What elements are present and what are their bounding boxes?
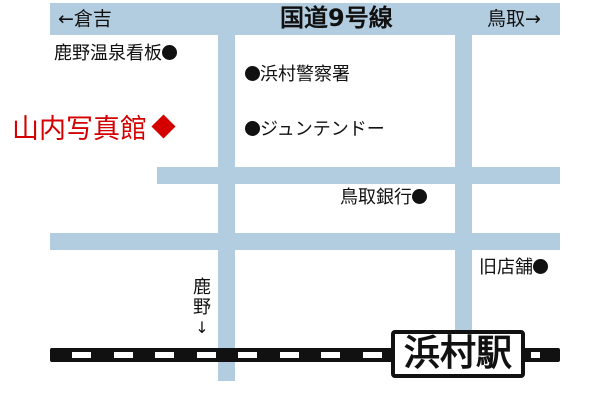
shikano-label-bottom: 野 [193,297,211,318]
landmark-shikano-onsen-sign: 鹿野温泉看板 [54,45,177,63]
destination-yamauchi-photo-studio: 山内写真館 [12,114,176,145]
rail-dash [72,352,91,358]
landmark-dot-icon [412,189,427,204]
landmark-dot-icon [245,66,260,81]
horizontal-road-middle [157,167,560,184]
landmark-old-store: 旧店舗 [479,259,548,277]
rail-dash [280,352,299,358]
rail-dash [531,352,540,358]
east-direction-label: 鳥取→ [487,8,541,30]
hamamura-station: 浜村駅 [391,330,525,378]
landmark-juntendo: ジュンテンドー [245,121,385,139]
landmark-label: 鹿野温泉看板 [54,43,162,64]
main-road-label: 国道9号線 [280,4,393,32]
west-direction-label: ←倉吉 [58,8,112,30]
rail-dash [114,352,133,358]
diamond-marker-icon [151,114,176,139]
landmark-label: 浜村警察署 [260,64,350,85]
national-route-9-road [50,3,560,35]
landmark-dot-icon [533,259,548,274]
landmark-dot-icon [245,121,260,136]
landmark-dot-icon [162,45,177,60]
landmark-hamamura-police: 浜村警察署 [245,66,350,84]
shikano-label-top: 鹿 [193,277,211,298]
rail-dash [238,352,257,358]
rail-dash [363,352,382,358]
rail-dash [197,352,216,358]
landmark-label: 鳥取銀行 [340,187,412,208]
landmark-label: 旧店舗 [479,257,533,278]
shikano-direction-label: 鹿 野 ↓ [191,278,213,338]
vertical-road-west [218,35,235,381]
landmark-label: ジュンテンドー [260,119,385,140]
arrow-down-icon: ↓ [195,318,209,337]
horizontal-road-lower [50,233,560,250]
destination-label: 山内写真館 [12,114,147,145]
landmark-tottori-bank: 鳥取銀行 [340,189,427,207]
rail-dash [155,352,174,358]
rail-dash [321,352,340,358]
